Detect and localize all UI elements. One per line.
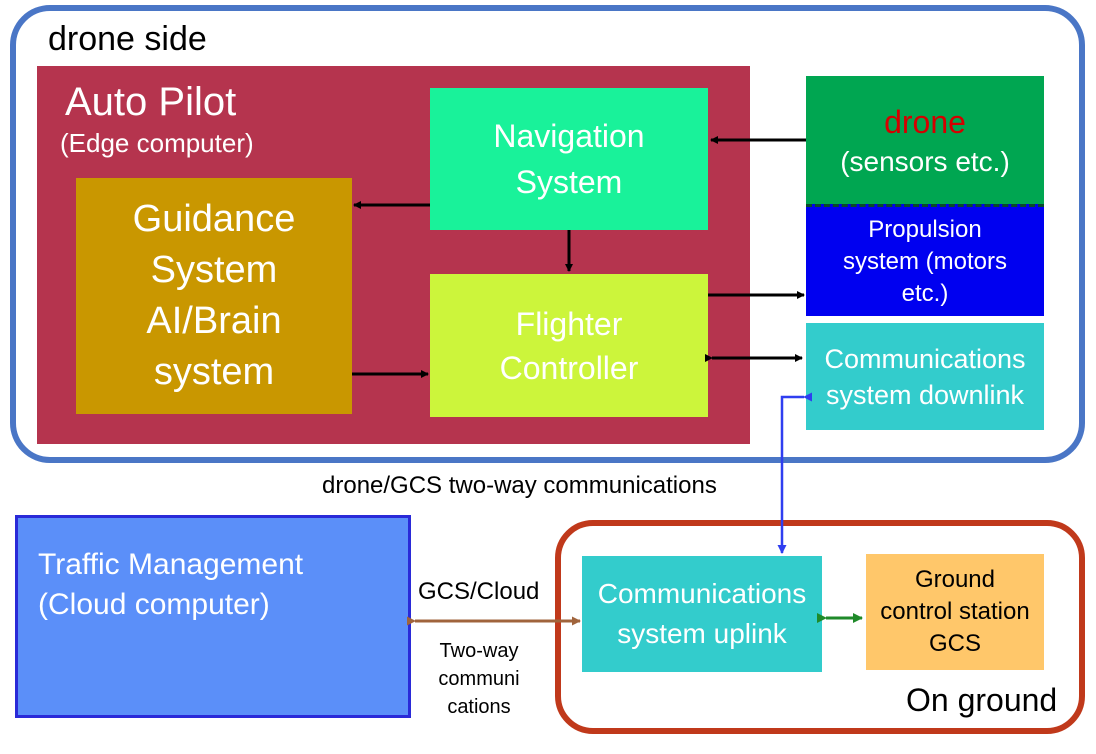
traffic-management-box — [15, 515, 411, 718]
flighter-controller-box: Flighter Controller — [430, 274, 708, 417]
on-ground-frame — [555, 520, 1085, 734]
guidance-system-box: Guidance System AI/Brain system — [76, 178, 352, 414]
drone-side-label: drone side — [48, 20, 207, 58]
gcs-cloud-link-label: GCS/Cloud — [418, 578, 540, 605]
drone-label: drone — [884, 104, 966, 140]
navigation-system-box: Navigation System — [430, 88, 708, 230]
autopilot-title: Auto Pilot — [65, 80, 237, 124]
autopilot-subtitle: (Edge computer) — [60, 128, 254, 158]
ground-control-station-box: Ground control station GCS — [866, 554, 1044, 670]
drone-sensors-label: (sensors etc.) — [840, 146, 1010, 177]
traffic-management-label: Traffic Management (Cloud computer) — [38, 548, 304, 621]
comm-uplink-box: Communications system uplink — [582, 556, 822, 672]
on-ground-label: On ground — [906, 682, 1058, 718]
propulsion-system-box: Propulsion system (motors etc.) — [806, 204, 1044, 316]
gcs-cloud-link-sublabel: Two-way communi cations — [438, 640, 520, 718]
drone-sensors-box — [806, 76, 1044, 204]
drone-gcs-link-label: drone/GCS two-way communications — [322, 472, 717, 499]
drone-side-frame — [10, 5, 1085, 463]
comm-downlink-box: Communications system downlink — [806, 323, 1044, 430]
